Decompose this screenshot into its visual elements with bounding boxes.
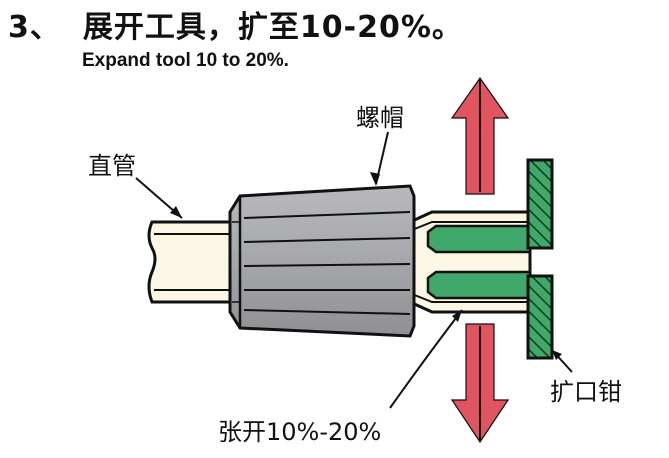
leader-line-expander: [551, 349, 573, 373]
label-nut: 螺帽: [356, 104, 404, 132]
nut: [228, 184, 416, 338]
straight-pipe: [147, 220, 238, 304]
label-expander: 扩口钳: [550, 378, 622, 406]
step-number: 3、: [8, 10, 61, 45]
label-straight-pipe: 直管: [88, 152, 136, 180]
arrow-up-icon: [450, 76, 510, 195]
label-expand-range: 张开10%-20%: [218, 418, 382, 446]
leader-line-straight-pipe: [135, 177, 183, 219]
expander-body: [526, 158, 554, 360]
step-subtitle: Expand tool 10 to 20%.: [82, 50, 289, 71]
leader-line-nut: [370, 131, 389, 186]
leader-line-expand-range: [389, 309, 463, 409]
step-heading: 3、展开工具，扩至10-20%。: [8, 2, 463, 46]
arrow-down-icon: [450, 323, 510, 444]
step-title: 展开工具，扩至10-20%。: [82, 10, 463, 45]
